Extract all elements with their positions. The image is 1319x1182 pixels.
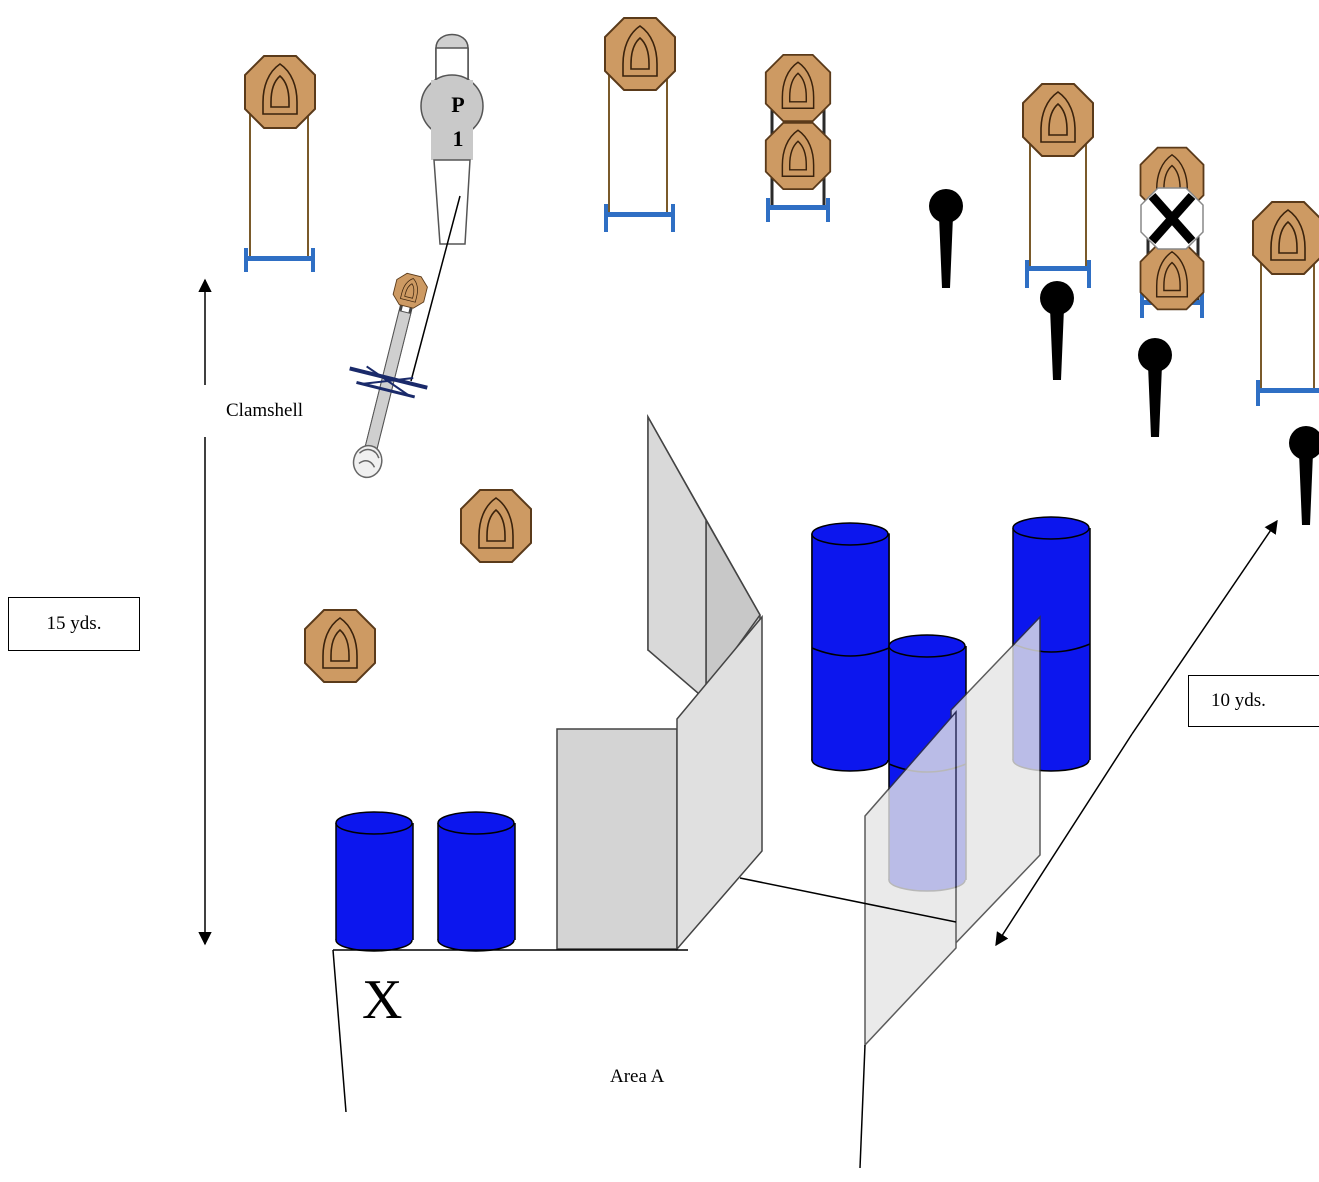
steel-plate-icon — [1252, 201, 1319, 275]
steel-plate-icon — [764, 121, 832, 191]
fault-line-right — [859, 1044, 866, 1169]
no-shoot-plate — [1140, 187, 1204, 250]
wall-icon — [556, 614, 763, 952]
steel-plate-icon — [460, 489, 532, 563]
steel-plate-icon — [1022, 83, 1094, 157]
popper-label-bottom: 1 — [453, 126, 464, 151]
steel-plate-icon — [764, 53, 832, 123]
wall-icon — [864, 615, 1041, 1047]
steel-stand-1 — [244, 55, 316, 272]
steel-stand-5 — [1022, 83, 1094, 288]
clamshell-label: Clamshell — [204, 385, 344, 437]
popper-label-top: P — [451, 92, 464, 117]
clamshell-icon — [349, 270, 430, 479]
mini-popper-icon — [1040, 281, 1074, 380]
barrel-icon — [437, 811, 516, 952]
area-connector-line — [739, 877, 957, 923]
steel-stand-7 — [1252, 201, 1319, 406]
wall-icon — [647, 414, 761, 702]
mini-popper-icon — [1289, 426, 1319, 525]
distance-15-label: 15 yds. — [8, 597, 140, 651]
steel-stand-6-noshoot — [1139, 146, 1205, 318]
steel-plate-icon — [304, 609, 376, 683]
steel-plate-icon — [1139, 243, 1205, 311]
steel-plate-icon — [244, 55, 316, 129]
area-label: Area A — [610, 1066, 665, 1087]
distance-10-arrow-bottom — [995, 733, 1133, 947]
start-position-mark: X — [362, 969, 403, 1031]
steel-stand-3 — [604, 17, 676, 232]
mini-popper-icon — [1138, 338, 1172, 437]
distance-10-arrow-top — [1131, 519, 1278, 735]
distance-10-label: 10 yds. — [1188, 675, 1319, 727]
mini-popper-icon — [929, 189, 963, 288]
steel-plate-icon — [604, 17, 676, 91]
popper-icon: P 1 — [410, 33, 484, 382]
barrel-icon — [335, 811, 414, 952]
barrel-icon — [811, 522, 890, 772]
fault-line-left — [332, 949, 347, 1113]
steel-stand-4-double — [764, 53, 832, 222]
